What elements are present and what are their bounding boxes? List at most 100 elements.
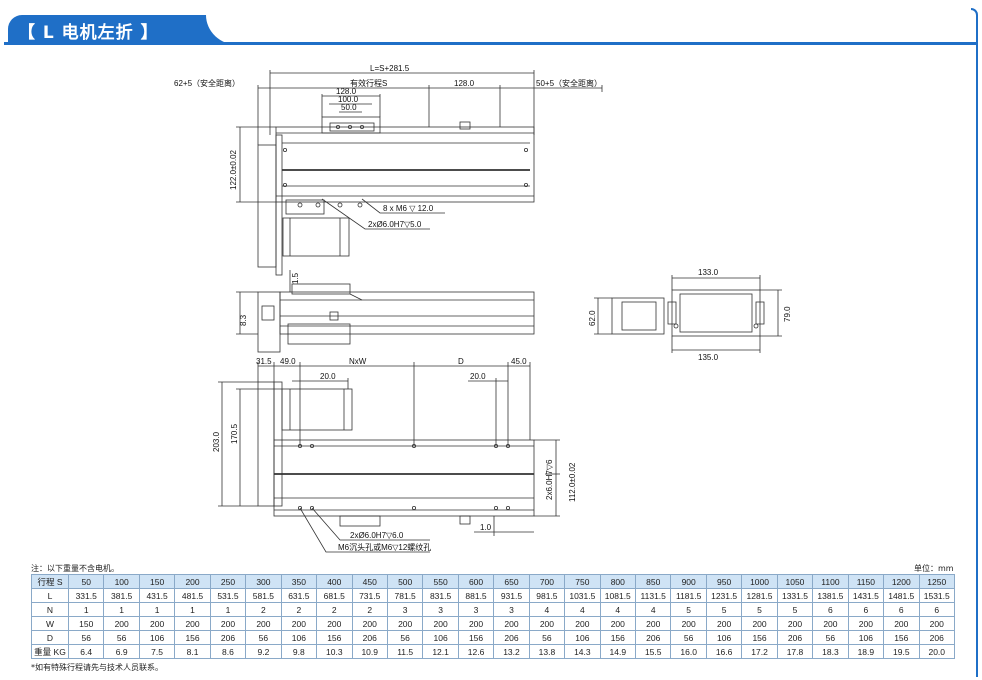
table-cell: 6: [883, 602, 920, 617]
table-cell: 206: [351, 630, 388, 645]
table-cell: 8.6: [209, 644, 247, 659]
table-cell: 156: [883, 630, 920, 645]
table-cell: 56: [245, 630, 282, 645]
dim-112: 112.0±0.02: [568, 462, 577, 502]
table-cell: 6.9: [103, 644, 140, 659]
table-cell: 106: [280, 630, 318, 645]
dim-nxw: NxW: [349, 357, 367, 366]
table-cell: 4: [528, 602, 566, 617]
table-cell: 900: [670, 574, 707, 589]
dim-left-safety: 62+5（安全距离）: [174, 78, 240, 88]
label-pin-holes-top: 2xØ6.0H7▽5.0: [368, 220, 422, 229]
table-cell: 156: [741, 630, 778, 645]
table-cell: 200: [351, 616, 388, 631]
row-label: 重量 KG: [31, 644, 69, 659]
table-cell: 17.2: [741, 644, 778, 659]
dim-8-3: 8.3: [239, 314, 248, 326]
table-cell: 2: [245, 602, 282, 617]
table-cell: 206: [209, 630, 247, 645]
table-cell: 156: [457, 630, 495, 645]
top-view: [257, 116, 535, 276]
table-cell: 1181.5: [670, 588, 707, 603]
table-cell: 631.5: [280, 588, 318, 603]
table-cell: 200: [386, 616, 424, 631]
table-cell: 200: [245, 616, 282, 631]
table-cell: 1231.5: [705, 588, 743, 603]
table-cell: 1: [174, 602, 211, 617]
table-cell: 50: [67, 574, 105, 589]
table-cell: 106: [564, 630, 601, 645]
table-cell: 981.5: [528, 588, 566, 603]
dim-stroke: 有效行程S: [350, 78, 387, 88]
table-cell: 106: [847, 630, 885, 645]
table-cell: 6: [812, 602, 849, 617]
label-m6-holes: 8 x M6 ▽ 12.0: [383, 204, 434, 213]
table-cell: 4: [564, 602, 601, 617]
table-cell: 19.5: [883, 644, 920, 659]
unit-label: 单位：mm: [914, 564, 954, 573]
table-cell: 7.5: [138, 644, 176, 659]
technical-drawing: L=S+281.5 62+5（安全距离） 有效行程S 128.0 50+5（安全…: [174, 64, 792, 553]
table-cell: 200: [634, 616, 672, 631]
table-cell: 6: [918, 602, 955, 617]
table-cell: 6: [847, 602, 885, 617]
table-cell: 156: [174, 630, 211, 645]
dim-135: 135.0: [698, 353, 719, 362]
table-cell: 14.9: [599, 644, 637, 659]
table-cell: 681.5: [316, 588, 353, 603]
table-cell: 1081.5: [599, 588, 637, 603]
table-cell: 1431.5: [847, 588, 885, 603]
table-cell: 1050: [776, 574, 814, 589]
table-cell: 200: [493, 616, 530, 631]
dim-1-0: 1.0: [480, 523, 492, 532]
table-cell: 3: [422, 602, 459, 617]
table-cell: 9.8: [280, 644, 318, 659]
header-tab: [8, 15, 240, 45]
note-weight: 注：以下重量不含电机。: [31, 564, 119, 573]
table-cell: 200: [174, 574, 211, 589]
table-cell: 200: [670, 616, 707, 631]
table-cell: 10.3: [316, 644, 353, 659]
table-cell: 5: [776, 602, 814, 617]
row-label: N: [31, 602, 69, 617]
table-cell: 16.0: [670, 644, 707, 659]
table-cell: 200: [316, 616, 353, 631]
table-cell: 650: [493, 574, 530, 589]
table-cell: 931.5: [493, 588, 530, 603]
table-cell: 1: [209, 602, 247, 617]
table-cell: 1: [138, 602, 176, 617]
table-cell: 15.5: [634, 644, 672, 659]
table-cell: 9.2: [245, 644, 282, 659]
table-cell: 581.5: [245, 588, 282, 603]
table-cell: 13.8: [528, 644, 566, 659]
table-cell: 200: [564, 616, 601, 631]
table-cell: 14.3: [564, 644, 601, 659]
dim-right-safety: 50+5（安全距离）: [536, 78, 602, 88]
table-cell: 5: [705, 602, 743, 617]
table-cell: 750: [564, 574, 601, 589]
table-cell: 350: [280, 574, 318, 589]
dim-79: 79.0: [783, 306, 792, 322]
row-label: W: [31, 616, 69, 631]
table-cell: 200: [138, 616, 176, 631]
table-cell: 56: [67, 630, 105, 645]
dim-128: 128.0: [336, 87, 357, 96]
dim-50: 50.0: [341, 103, 357, 112]
table-cell: 16.6: [705, 644, 743, 659]
table-cell: 831.5: [422, 588, 459, 603]
table-cell: 500: [386, 574, 424, 589]
table-cell: 106: [705, 630, 743, 645]
table-cell: 331.5: [67, 588, 105, 603]
table-cell: 20.0: [918, 644, 955, 659]
table-cell: 3: [457, 602, 495, 617]
table-cell: 200: [599, 616, 637, 631]
dim-d: D: [458, 357, 464, 366]
table-cell: 200: [457, 616, 495, 631]
table-cell: 2: [280, 602, 318, 617]
section-title: 【 L 电机左折 】: [18, 23, 159, 43]
dim-20-left: 20.0: [320, 372, 336, 381]
table-cell: 18.9: [847, 644, 885, 659]
